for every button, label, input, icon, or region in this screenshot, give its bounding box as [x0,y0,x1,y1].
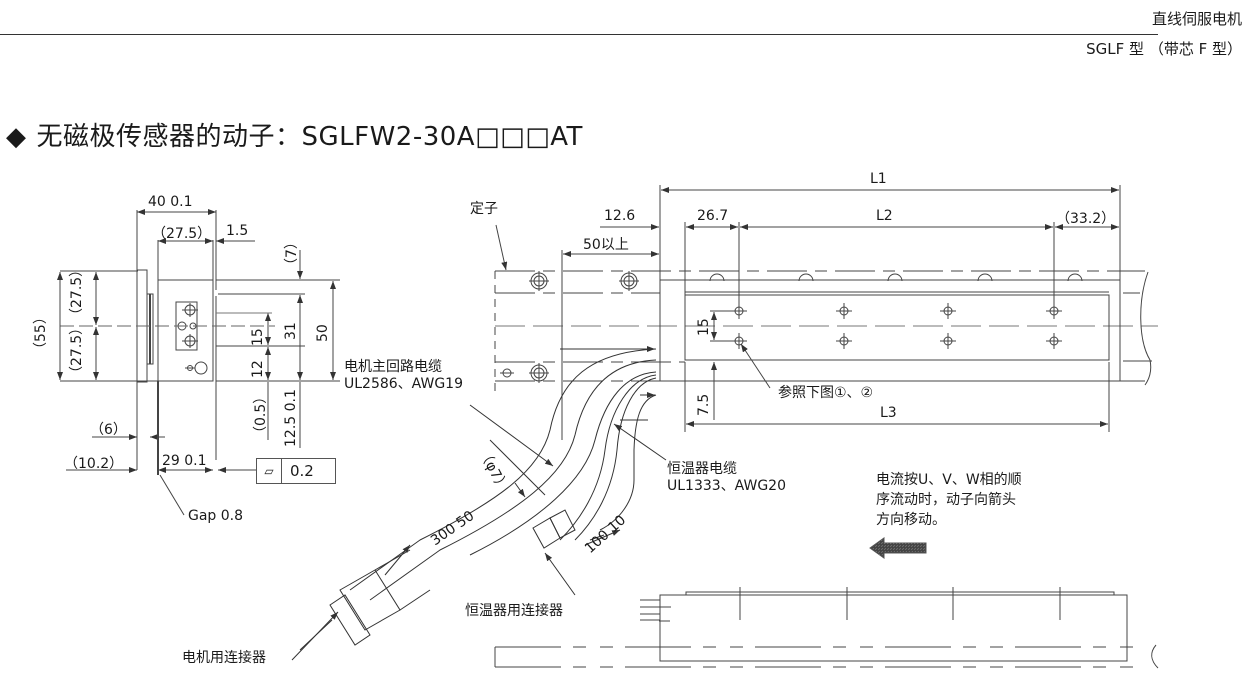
dim-L1: L1 [870,171,887,187]
dim-1-5: 1.5 [226,223,249,239]
dim-12: 12 [250,360,266,378]
dim-15: 15 [250,328,266,346]
thermo-cable-spec: UL1333、AWG20 [667,477,786,494]
dim-7-5: 7.5 [696,393,712,416]
header-title: 直线伺服电机 [1151,10,1242,28]
cables [291,346,667,661]
flatness-icon: ▱ [257,459,282,483]
bottom-side-view [494,587,1159,669]
page-title: ◆ 无磁极传感器的动子：SGLFW2-30A□□□AT [6,116,583,153]
stator-mount-holes [500,271,1083,383]
dim-7: （7） [284,235,300,272]
direction-arrow-icon [869,537,927,559]
dim-33-2: （33.2） [1056,211,1116,227]
dim-width-40: 40 0.1 [148,194,193,210]
direction-note-line-3: 方向移动。 [876,512,946,528]
main-cable-spec: UL2586、AWG19 [344,375,463,392]
dim-27-5-upper: （27.5） [69,262,85,322]
dim-10-2: （10.2） [64,456,124,472]
dim-L3: L3 [880,405,897,421]
gap-label: Gap 0.8 [188,508,244,524]
dim-6: （6） [90,422,127,438]
motor-connector-label: 电机用连接器 [182,650,266,666]
header-divider [0,34,1158,35]
thermo-connector-label: 恒温器用连接器 [465,603,563,619]
direction-note: 电流按U、V、W相的顺 序流动时，动子向箭头 方向移动。 [876,470,1022,530]
tolerance-value: 0.2 [290,462,314,480]
thermo-cable-label: 恒温器电缆 UL1333、AWG20 [667,461,786,495]
dim-26-7: 26.7 [697,208,729,224]
thermo-cable-name: 恒温器电缆 [667,461,737,477]
dim-0-5: （0.5） [253,389,269,440]
dim-12-5: 12.5 0.1 [283,389,299,447]
main-cable-name: 电机主回路电缆 [344,359,442,375]
direction-note-line-2: 序流动时，动子向箭头 [876,492,1016,508]
dim-31: 31 [283,322,299,340]
hole-reference-note: 参照下图①、② [778,385,874,401]
motor-connector-shape [299,549,431,651]
header-subtitle: SGLF 型 （带芯 F 型） [1086,40,1242,58]
dim-29: 29 0.1 [162,453,207,469]
diamond-bullet-icon: ◆ [6,122,27,152]
thermo-connector-shape [532,509,576,549]
page-title-text: 无磁极传感器的动子：SGLFW2-30A□□□AT [36,122,583,152]
top-view [494,185,1158,440]
stator-label: 定子 [470,201,498,217]
dim-55: （55） [33,310,49,356]
dim-12-6: 12.6 [604,208,636,224]
direction-note-line-1: 电流按U、V、W相的顺 [876,472,1022,488]
dim-15-holes: 15 [696,318,712,336]
dim-50: 50 [315,324,331,342]
main-cable-label: 电机主回路电缆 UL2586、AWG19 [344,359,463,393]
dim-27-5-top: （27.5） [152,226,212,242]
dim-L2: L2 [876,208,893,224]
dim-27-5-lower: （27.5） [69,320,85,380]
flatness-tolerance-frame: ▱ 0.2 [256,458,336,484]
dim-50-min: 50以上 [583,237,629,253]
side-view [57,209,340,516]
